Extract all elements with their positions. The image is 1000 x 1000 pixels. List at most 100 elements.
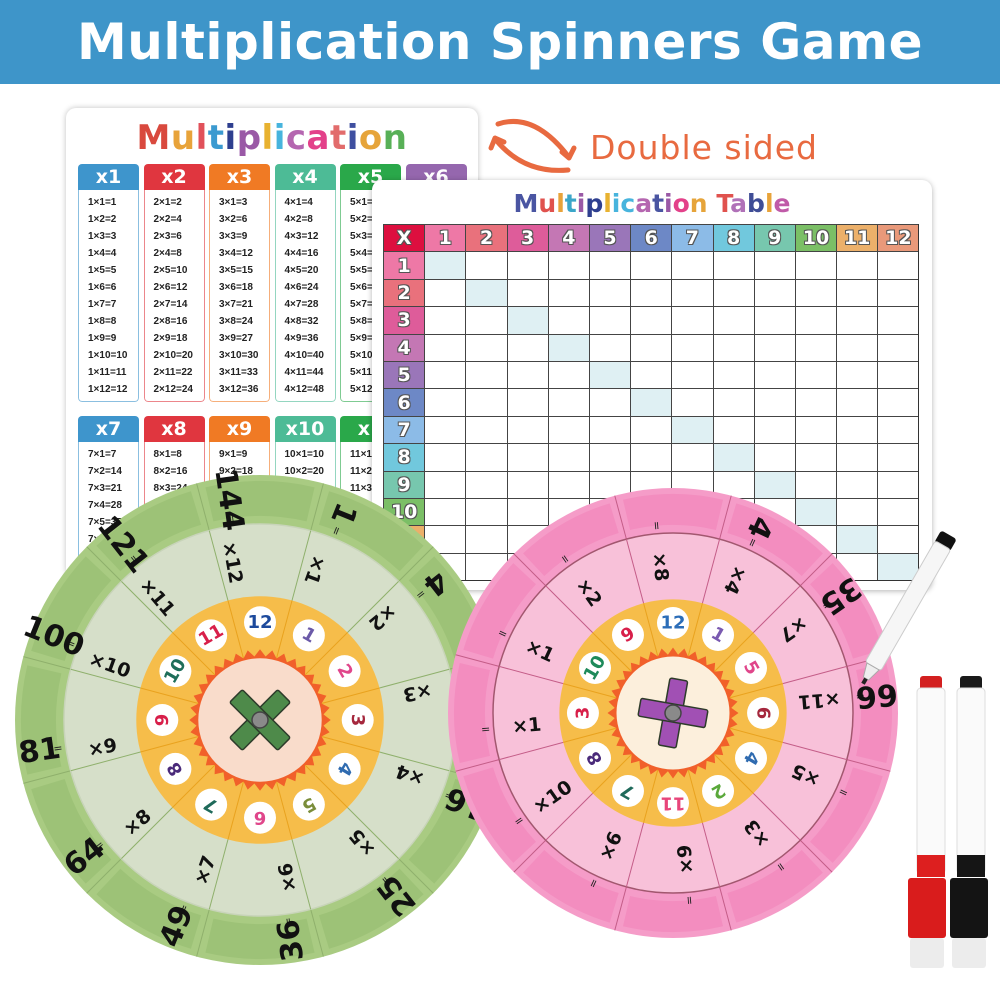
grid-answer-cell[interactable] [753, 251, 795, 279]
grid-answer-cell[interactable] [588, 360, 631, 389]
grid-answer-cell[interactable] [547, 278, 589, 307]
grid-answer-cell[interactable] [506, 333, 548, 361]
answer-panel[interactable] [205, 481, 315, 522]
grid-answer-cell[interactable] [753, 306, 795, 334]
grid-answer-cell[interactable] [547, 360, 589, 389]
grid-answer-cell[interactable] [588, 251, 631, 279]
grid-answer-cell[interactable] [671, 333, 713, 361]
grid-answer-cell[interactable] [836, 470, 878, 498]
grid-answer-cell[interactable] [424, 443, 466, 471]
grid-answer-cell[interactable] [506, 251, 548, 279]
grid-answer-cell[interactable] [424, 278, 466, 307]
grid-answer-cell[interactable] [506, 443, 548, 471]
grid-answer-cell[interactable] [506, 388, 548, 416]
grid-answer-cell[interactable] [836, 251, 878, 279]
grid-answer-cell[interactable] [836, 306, 878, 334]
grid-answer-cell[interactable] [671, 306, 713, 334]
grid-answer-cell[interactable] [877, 360, 919, 389]
grid-answer-cell[interactable] [712, 278, 754, 307]
grid-answer-cell[interactable] [794, 360, 837, 389]
answer-panel[interactable] [318, 868, 424, 949]
grid-answer-cell[interactable] [424, 470, 466, 498]
grid-answer-cell[interactable] [465, 251, 507, 279]
answer-panel[interactable] [810, 563, 883, 659]
grid-answer-cell[interactable] [630, 415, 672, 444]
grid-answer-cell[interactable] [836, 443, 878, 471]
grid-answer-cell[interactable] [506, 415, 548, 444]
grid-answer-cell[interactable] [671, 443, 713, 471]
answer-panel[interactable] [318, 491, 424, 572]
grid-answer-cell[interactable] [753, 415, 795, 444]
grid-answer-cell[interactable] [506, 470, 548, 498]
grid-answer-cell[interactable] [794, 388, 837, 416]
answer-panel[interactable] [810, 767, 883, 863]
grid-answer-cell[interactable] [547, 415, 589, 444]
grid-answer-cell[interactable] [794, 251, 837, 279]
grid-answer-cell[interactable] [465, 415, 507, 444]
grid-answer-cell[interactable] [506, 278, 548, 307]
grid-answer-cell[interactable] [465, 388, 507, 416]
grid-answer-cell[interactable] [836, 525, 878, 553]
grid-answer-cell[interactable] [630, 360, 672, 389]
grid-answer-cell[interactable] [465, 470, 507, 498]
grid-answer-cell[interactable] [630, 251, 672, 279]
grid-answer-cell[interactable] [630, 306, 672, 334]
marker-red[interactable] [908, 676, 946, 968]
grid-answer-cell[interactable] [836, 333, 878, 361]
grid-answer-cell[interactable] [506, 306, 548, 334]
grid-answer-cell[interactable] [836, 278, 878, 307]
grid-answer-cell[interactable] [588, 278, 631, 307]
answer-panel[interactable] [727, 850, 823, 923]
answer-panel[interactable] [21, 665, 62, 775]
grid-answer-cell[interactable] [794, 497, 837, 526]
grid-answer-cell[interactable] [588, 415, 631, 444]
grid-answer-cell[interactable] [424, 388, 466, 416]
grid-answer-cell[interactable] [547, 306, 589, 334]
grid-answer-cell[interactable] [794, 470, 837, 498]
grid-answer-cell[interactable] [588, 470, 631, 498]
grid-answer-cell[interactable] [630, 388, 672, 416]
grid-answer-cell[interactable] [712, 443, 754, 471]
grid-answer-cell[interactable] [424, 306, 466, 334]
grid-answer-cell[interactable] [794, 333, 837, 361]
grid-answer-cell[interactable] [671, 251, 713, 279]
grid-answer-cell[interactable] [712, 306, 754, 334]
answer-panel[interactable] [463, 563, 536, 659]
grid-answer-cell[interactable] [753, 360, 795, 389]
grid-answer-cell[interactable] [877, 443, 919, 471]
grid-answer-cell[interactable] [794, 306, 837, 334]
grid-answer-cell[interactable] [877, 552, 919, 581]
grid-answer-cell[interactable] [794, 278, 837, 307]
grid-answer-cell[interactable] [630, 443, 672, 471]
grid-answer-cell[interactable] [547, 443, 589, 471]
grid-answer-cell[interactable] [877, 306, 919, 334]
answer-panel[interactable] [453, 662, 490, 764]
grid-answer-cell[interactable] [753, 333, 795, 361]
answer-panel[interactable] [622, 494, 724, 530]
grid-answer-cell[interactable] [671, 360, 713, 389]
grid-answer-cell[interactable] [588, 443, 631, 471]
grid-answer-cell[interactable] [877, 497, 919, 526]
grid-answer-cell[interactable] [712, 251, 754, 279]
grid-answer-cell[interactable] [877, 333, 919, 361]
grid-answer-cell[interactable] [424, 333, 466, 361]
grid-answer-cell[interactable] [877, 415, 919, 444]
grid-answer-cell[interactable] [465, 525, 507, 553]
grid-answer-cell[interactable] [671, 415, 713, 444]
grid-answer-cell[interactable] [465, 443, 507, 471]
grid-answer-cell[interactable] [671, 388, 713, 416]
grid-answer-cell[interactable] [588, 388, 631, 416]
answer-panel[interactable] [96, 868, 202, 949]
green-spinner[interactable]: 121234567891011×1×2×3×4×5×6×7×8×9×10×11×… [15, 466, 505, 965]
grid-answer-cell[interactable] [877, 388, 919, 416]
answer-panel[interactable] [31, 778, 112, 884]
grid-answer-cell[interactable] [630, 333, 672, 361]
grid-answer-cell[interactable] [753, 278, 795, 307]
grid-answer-cell[interactable] [836, 388, 878, 416]
answer-panel[interactable] [523, 503, 619, 576]
marker-black[interactable] [950, 676, 988, 968]
grid-answer-cell[interactable] [630, 278, 672, 307]
grid-answer-cell[interactable] [753, 470, 795, 498]
grid-answer-cell[interactable] [877, 251, 919, 279]
grid-answer-cell[interactable] [712, 415, 754, 444]
